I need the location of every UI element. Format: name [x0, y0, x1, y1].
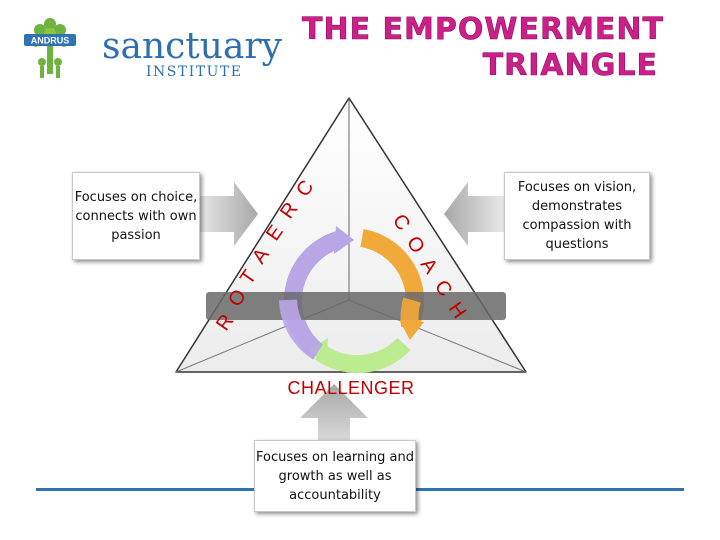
- challenger-description: Focuses on learning and growth as well a…: [256, 449, 414, 503]
- right-pointer-arrow: [444, 182, 504, 246]
- coach-description: Focuses on vision, demonstrates compassi…: [517, 180, 637, 252]
- page-title-line-2: TRIANGLE: [482, 48, 658, 84]
- challenger-description-box: Focuses on learning and growth as well a…: [254, 440, 416, 512]
- sanctuary-logo: ANDRUS sanctuary INSTITUTE: [24, 18, 283, 80]
- pointer-arrows: [198, 182, 504, 440]
- cycle-arrow-green: [314, 337, 411, 374]
- logo-badge: [24, 34, 76, 46]
- footer-rule-left: [36, 488, 254, 491]
- logo-badge-text: ANDRUS: [31, 36, 70, 46]
- challenger-label: CHALLENGER: [287, 378, 415, 398]
- footer-rule-right: [414, 488, 684, 491]
- cycle-arrowhead-purple: [334, 226, 354, 254]
- page-title-line-1: THE EMPOWERMENT: [302, 12, 664, 48]
- logo-name: sanctuary: [102, 26, 283, 67]
- creator-description: Focuses on choice, connects with own pas…: [74, 189, 198, 243]
- bottom-pointer-arrow: [300, 384, 368, 440]
- creator-description-box: Focuses on choice, connects with own pas…: [72, 172, 200, 260]
- coach-description-box: Focuses on vision, demonstrates compassi…: [504, 172, 650, 260]
- logo-subtitle: INSTITUTE: [146, 64, 242, 80]
- left-pointer-arrow: [198, 182, 258, 246]
